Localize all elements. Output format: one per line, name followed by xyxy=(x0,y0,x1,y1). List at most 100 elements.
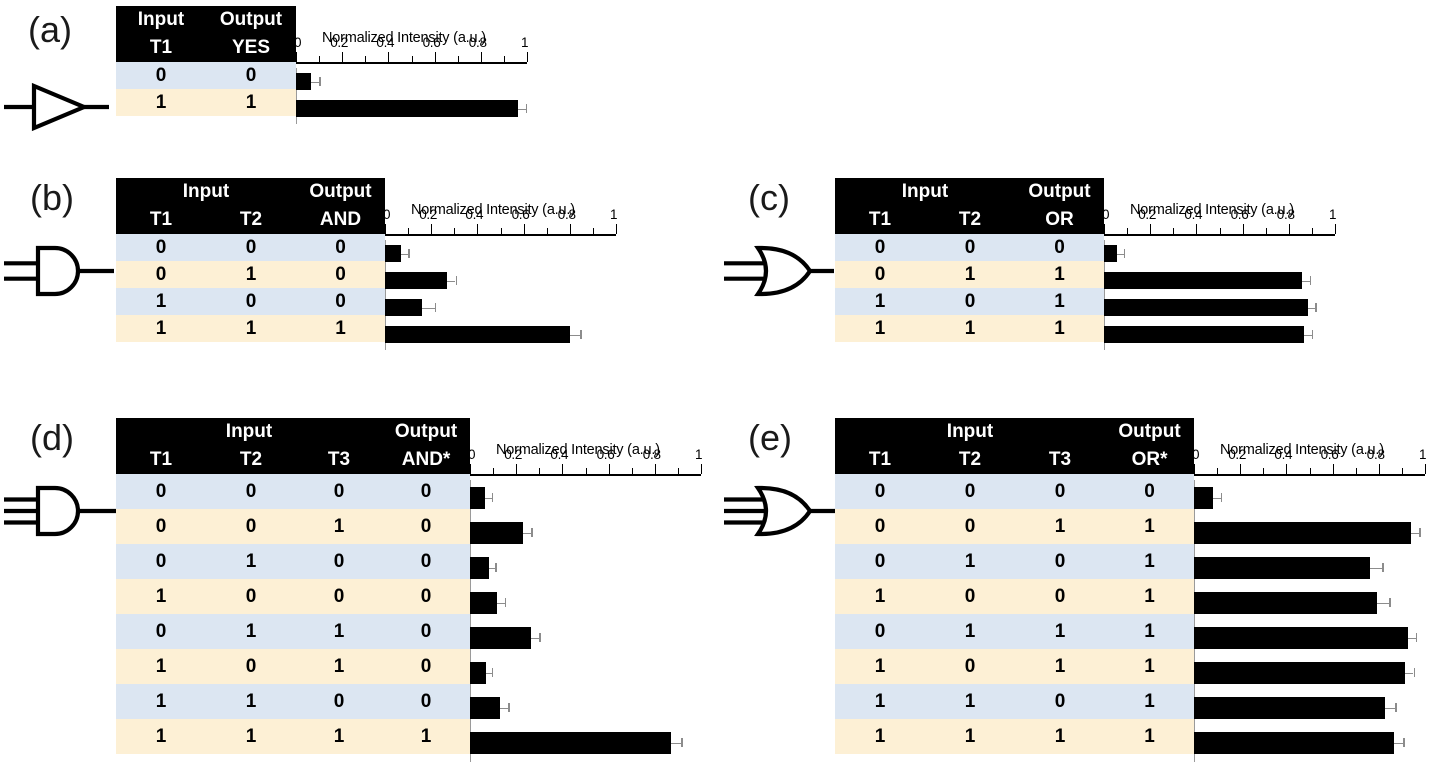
error-bar-cap xyxy=(531,528,533,537)
table-cell: 1 xyxy=(1105,719,1195,754)
x-axis-line xyxy=(296,62,527,64)
axis-tick-label: 0.8 xyxy=(468,35,487,50)
axis-tick-label: 1 xyxy=(610,207,618,222)
bar xyxy=(385,299,422,316)
bar xyxy=(470,591,497,614)
axis-tick-minor xyxy=(503,56,505,62)
table-cell: 1 xyxy=(1105,684,1195,719)
table-cell: 1 xyxy=(1015,315,1104,342)
table-cell: 0 xyxy=(1015,544,1106,579)
error-bar xyxy=(1411,532,1420,534)
bar xyxy=(1104,272,1302,289)
error-bar xyxy=(1116,253,1124,255)
table-cell: 1 xyxy=(296,719,383,754)
axis-tick-minor xyxy=(1263,468,1265,474)
axis-tick-major xyxy=(654,464,656,474)
column-header: T2 xyxy=(206,446,296,474)
bar xyxy=(470,486,485,509)
table-cell: 0 xyxy=(296,544,383,579)
axis-tick-major xyxy=(1286,464,1288,474)
error-bar-cap xyxy=(1123,249,1126,258)
table-cell: 0 xyxy=(206,509,296,544)
axis-tick-minor xyxy=(457,56,459,62)
table-cell: 1 xyxy=(1105,614,1195,649)
header-group-output: Output xyxy=(296,178,385,206)
axis-tick-label: 0 xyxy=(294,35,302,50)
axis-tick-major xyxy=(1332,464,1334,474)
column-header: T3 xyxy=(1015,446,1106,474)
error-bar xyxy=(671,742,682,744)
axis-tick-label: 0.2 xyxy=(419,207,438,222)
table-cell: 0 xyxy=(382,544,471,579)
axis-tick-major xyxy=(523,224,525,234)
error-bar-cap xyxy=(434,303,437,312)
bar xyxy=(470,626,532,649)
axis-tick-major xyxy=(1150,224,1152,234)
zero-baseline xyxy=(1104,240,1105,350)
axis-tick-major xyxy=(385,224,386,234)
bar xyxy=(1104,326,1304,343)
axis-tick-major xyxy=(1196,224,1198,234)
table-cell: 0 xyxy=(925,474,1015,509)
axis-tick-label: 0 xyxy=(1102,207,1110,222)
table-cell: 1 xyxy=(1015,719,1106,754)
axis-tick-label: 1 xyxy=(1419,447,1427,462)
error-bar xyxy=(311,81,320,83)
error-bar xyxy=(1376,602,1390,604)
bar xyxy=(1194,696,1385,719)
error-bar xyxy=(531,637,540,639)
axis-tick-label: 0.4 xyxy=(550,447,569,462)
table-cell: 1 xyxy=(1105,544,1195,579)
table-cell: 0 xyxy=(382,509,471,544)
header-group-input: Input xyxy=(116,178,296,206)
table-cell: 0 xyxy=(116,474,206,509)
axis-tick-label: 1 xyxy=(695,447,703,462)
bar xyxy=(1194,556,1370,579)
column-header: T1 xyxy=(116,34,206,62)
error-bar xyxy=(486,672,492,674)
table-cell: 0 xyxy=(925,649,1015,684)
bar xyxy=(1194,521,1412,544)
table-cell: 1 xyxy=(925,614,1015,649)
error-bar-cap xyxy=(408,249,410,258)
error-bar-cap xyxy=(1413,668,1415,677)
table-cell: 1 xyxy=(835,649,925,684)
axis-tick-major xyxy=(516,464,518,474)
axis-tick-minor xyxy=(454,228,456,234)
error-bar xyxy=(447,280,456,282)
column-header: T3 xyxy=(296,446,383,474)
axis-tick-major xyxy=(431,224,433,234)
axis-tick-major xyxy=(1240,464,1242,474)
zero-baseline xyxy=(470,480,471,762)
and-gate-icon xyxy=(4,240,114,302)
table-cell: 0 xyxy=(1015,579,1106,614)
table-cell: 0 xyxy=(116,261,206,288)
axis-tick-label: 0 xyxy=(383,207,391,222)
table-cell: 0 xyxy=(206,62,296,89)
axis-tick-minor xyxy=(546,228,548,234)
table-cell: 0 xyxy=(835,614,925,649)
axis-tick-label: 0 xyxy=(1192,447,1200,462)
table-cell: 0 xyxy=(1105,474,1195,509)
axis-tick-label: 1 xyxy=(1329,207,1337,222)
axis-tick-minor xyxy=(493,468,495,474)
axis-tick-major xyxy=(480,52,482,62)
